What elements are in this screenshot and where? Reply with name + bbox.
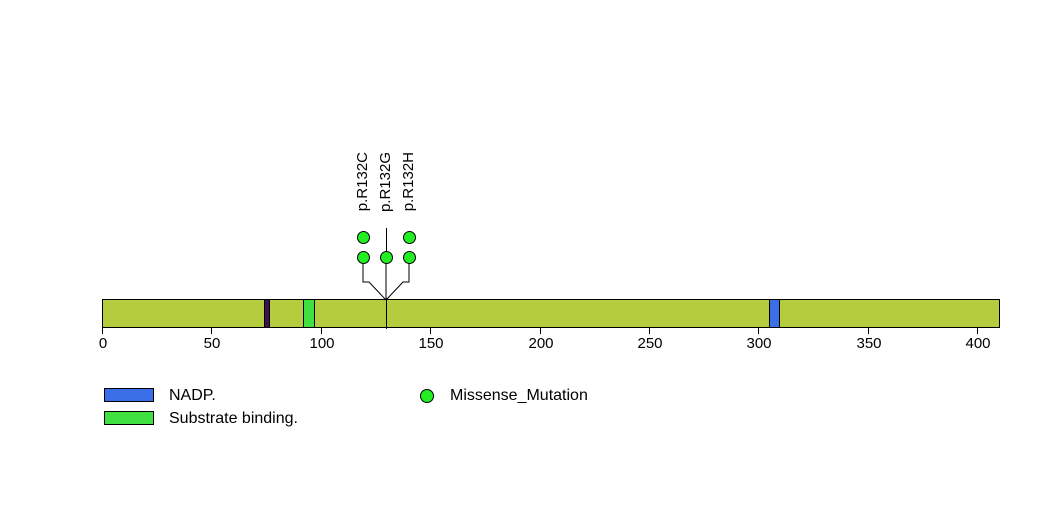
axis-tick-150: [430, 328, 431, 334]
axis-tick-350: [868, 328, 869, 334]
axis-tick-label-100: 100: [309, 335, 335, 352]
lollipop-stem-center: [386, 298, 387, 329]
axis-tick-label-300: 300: [746, 335, 772, 352]
lollipop-connectors: [362, 261, 410, 301]
mutation-label-r132g: p.R132G: [377, 152, 394, 213]
axis-tick-100: [321, 328, 322, 334]
legend-label-nadp: NADP.: [169, 387, 216, 404]
axis-tick-label-200: 200: [528, 335, 554, 352]
axis-tick-300: [758, 328, 759, 334]
axis-tick-label-150: 150: [418, 335, 444, 352]
mutation-dot-r132g-1[interactable]: [380, 251, 393, 264]
legend-label-missense-mutation: Missense_Mutation: [450, 387, 588, 404]
axis-tick-label-350: 350: [856, 335, 882, 352]
mutation-label-r132c: p.R132C: [354, 152, 371, 212]
axis-tick-200: [540, 328, 541, 334]
legend-swatch-nadp[interactable]: [104, 388, 154, 402]
legend-swatch-substrate-binding[interactable]: [104, 411, 154, 425]
mutation-dot-r132h-2[interactable]: [403, 251, 416, 264]
domain-region-nadp[interactable]: [769, 300, 780, 327]
domain-region-substrate-binding[interactable]: [303, 300, 315, 327]
mutation-label-r132h: p.R132H: [400, 152, 417, 212]
axis-tick-label-0: 0: [98, 335, 108, 352]
protein-backbone: [102, 299, 1000, 328]
mutation-dot-r132c-1[interactable]: [357, 231, 370, 244]
domain-region-dark[interactable]: [264, 300, 270, 327]
legend-label-substrate-binding: Substrate binding.: [169, 410, 298, 427]
lollipop-stem-center-upper: [386, 228, 387, 260]
axis-tick-0: [102, 328, 103, 334]
axis-tick-label-400: 400: [965, 335, 991, 352]
mutation-dot-r132c-2[interactable]: [357, 251, 370, 264]
mutation-dot-r132h-1[interactable]: [403, 231, 416, 244]
legend-dot-missense-mutation[interactable]: [420, 389, 434, 403]
axis-tick-400: [977, 328, 978, 334]
axis-tick-label-250: 250: [637, 335, 663, 352]
axis-tick-label-50: 50: [203, 335, 221, 352]
axis-tick-250: [649, 328, 650, 334]
axis-tick-50: [211, 328, 212, 334]
